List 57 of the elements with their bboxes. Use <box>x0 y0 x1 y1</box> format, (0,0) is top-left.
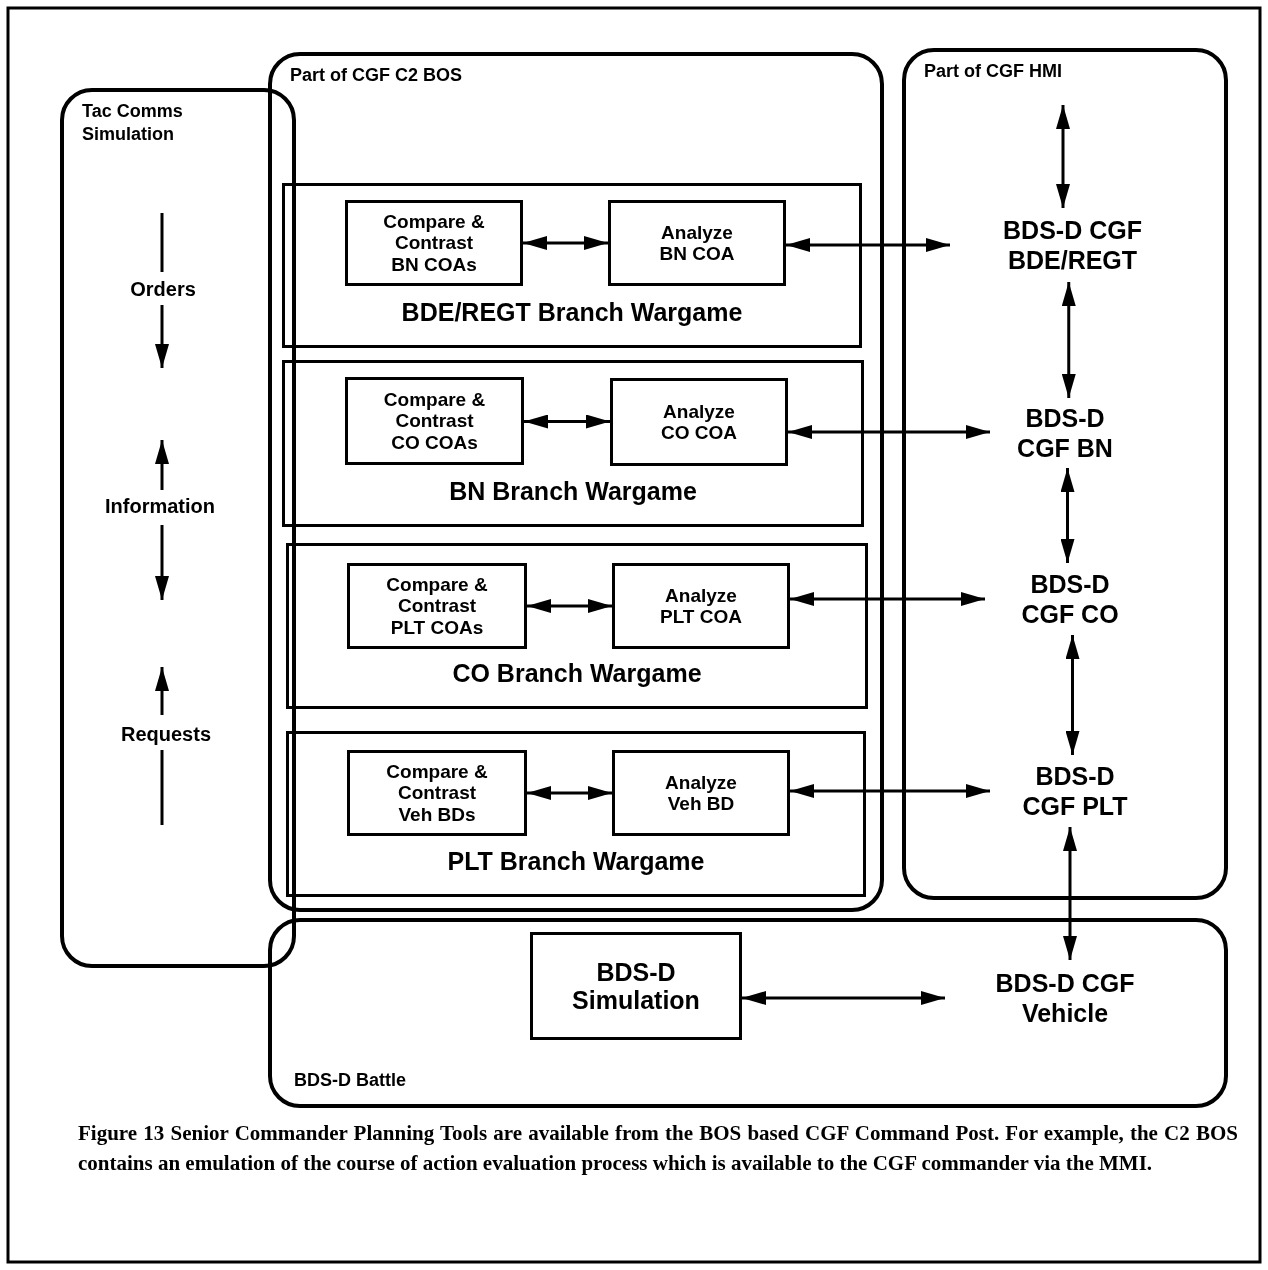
group-panel <box>60 88 296 968</box>
process-box <box>612 563 790 649</box>
double-arrow <box>527 786 612 800</box>
double-arrow <box>527 599 612 613</box>
panel-heading: Part of CGF HMI <box>924 60 1062 83</box>
group-panel <box>268 918 1228 1108</box>
box-label: Compare & Contrast CO COAs <box>382 389 487 453</box>
box-label: Analyze CO COA <box>660 400 738 444</box>
double-arrow <box>1056 105 1070 208</box>
process-box <box>530 932 742 1040</box>
double-arrow <box>788 425 990 439</box>
node-label: BDS-D CGF PLT <box>990 755 1160 827</box>
double-arrow <box>790 592 985 606</box>
panel-heading: Tac Comms Simulation <box>82 100 184 147</box>
box-label: Compare & Contrast PLT COAs <box>385 574 489 638</box>
process-box <box>347 563 527 649</box>
double-arrow <box>786 238 950 252</box>
flow-label: Information <box>105 494 215 518</box>
box-label: Analyze BN COA <box>658 221 736 265</box>
node-label: BDS-D CGF BDE/REGT <box>950 208 1195 282</box>
process-box <box>345 377 524 465</box>
flow-label: Requests <box>121 722 211 746</box>
group-title: BN Branch Wargame <box>448 477 698 506</box>
double-arrow <box>1061 282 1076 398</box>
double-arrow <box>524 414 610 429</box>
figure-caption: Figure 13 Senior Commander Planning Tools are available from the BOS based CGF Command Post. For example, the C2 BOS contains an emulation of the course of action evaluation process which is available to the CGF commander via the MMI. <box>78 1120 1238 1178</box>
box-label: Compare & Contrast BN COAs <box>382 211 486 275</box>
double-arrow <box>523 236 608 250</box>
node-label: BDS-D CGF CO <box>985 563 1155 635</box>
group-box <box>282 183 862 348</box>
process-box <box>347 750 527 836</box>
group-panel <box>902 48 1228 900</box>
group-title: BDE/REGT Branch Wargame <box>400 298 744 327</box>
process-box <box>612 750 790 836</box>
group-title: CO Branch Wargame <box>451 659 703 688</box>
box-label: Compare & Contrast Veh BDs <box>385 761 489 825</box>
panel-heading: BDS-D Battle <box>294 1068 406 1092</box>
node-label: BDS-D CGF BN <box>990 398 1140 468</box>
process-box <box>345 200 523 286</box>
group-box <box>286 543 868 709</box>
box-label: Analyze Veh BD <box>664 771 738 815</box>
double-arrow <box>790 784 990 798</box>
process-box <box>610 378 788 466</box>
group-box <box>282 360 864 527</box>
box-label: Analyze PLT COA <box>659 584 743 628</box>
double-arrow <box>1060 468 1075 563</box>
double-arrow <box>1065 635 1080 755</box>
double-arrow <box>742 991 945 1005</box>
node-label: BDS-D CGF Vehicle <box>945 960 1185 1036</box>
group-title: PLT Branch Wargame <box>446 847 706 876</box>
group-panel <box>268 52 884 912</box>
process-box <box>608 200 786 286</box>
flow-label: Orders <box>130 277 196 301</box>
double-arrow <box>1063 827 1077 960</box>
group-box <box>286 731 866 897</box>
panel-heading: Part of CGF C2 BOS <box>290 64 463 87</box>
box-label: BDS-D Simulation <box>571 958 701 1014</box>
